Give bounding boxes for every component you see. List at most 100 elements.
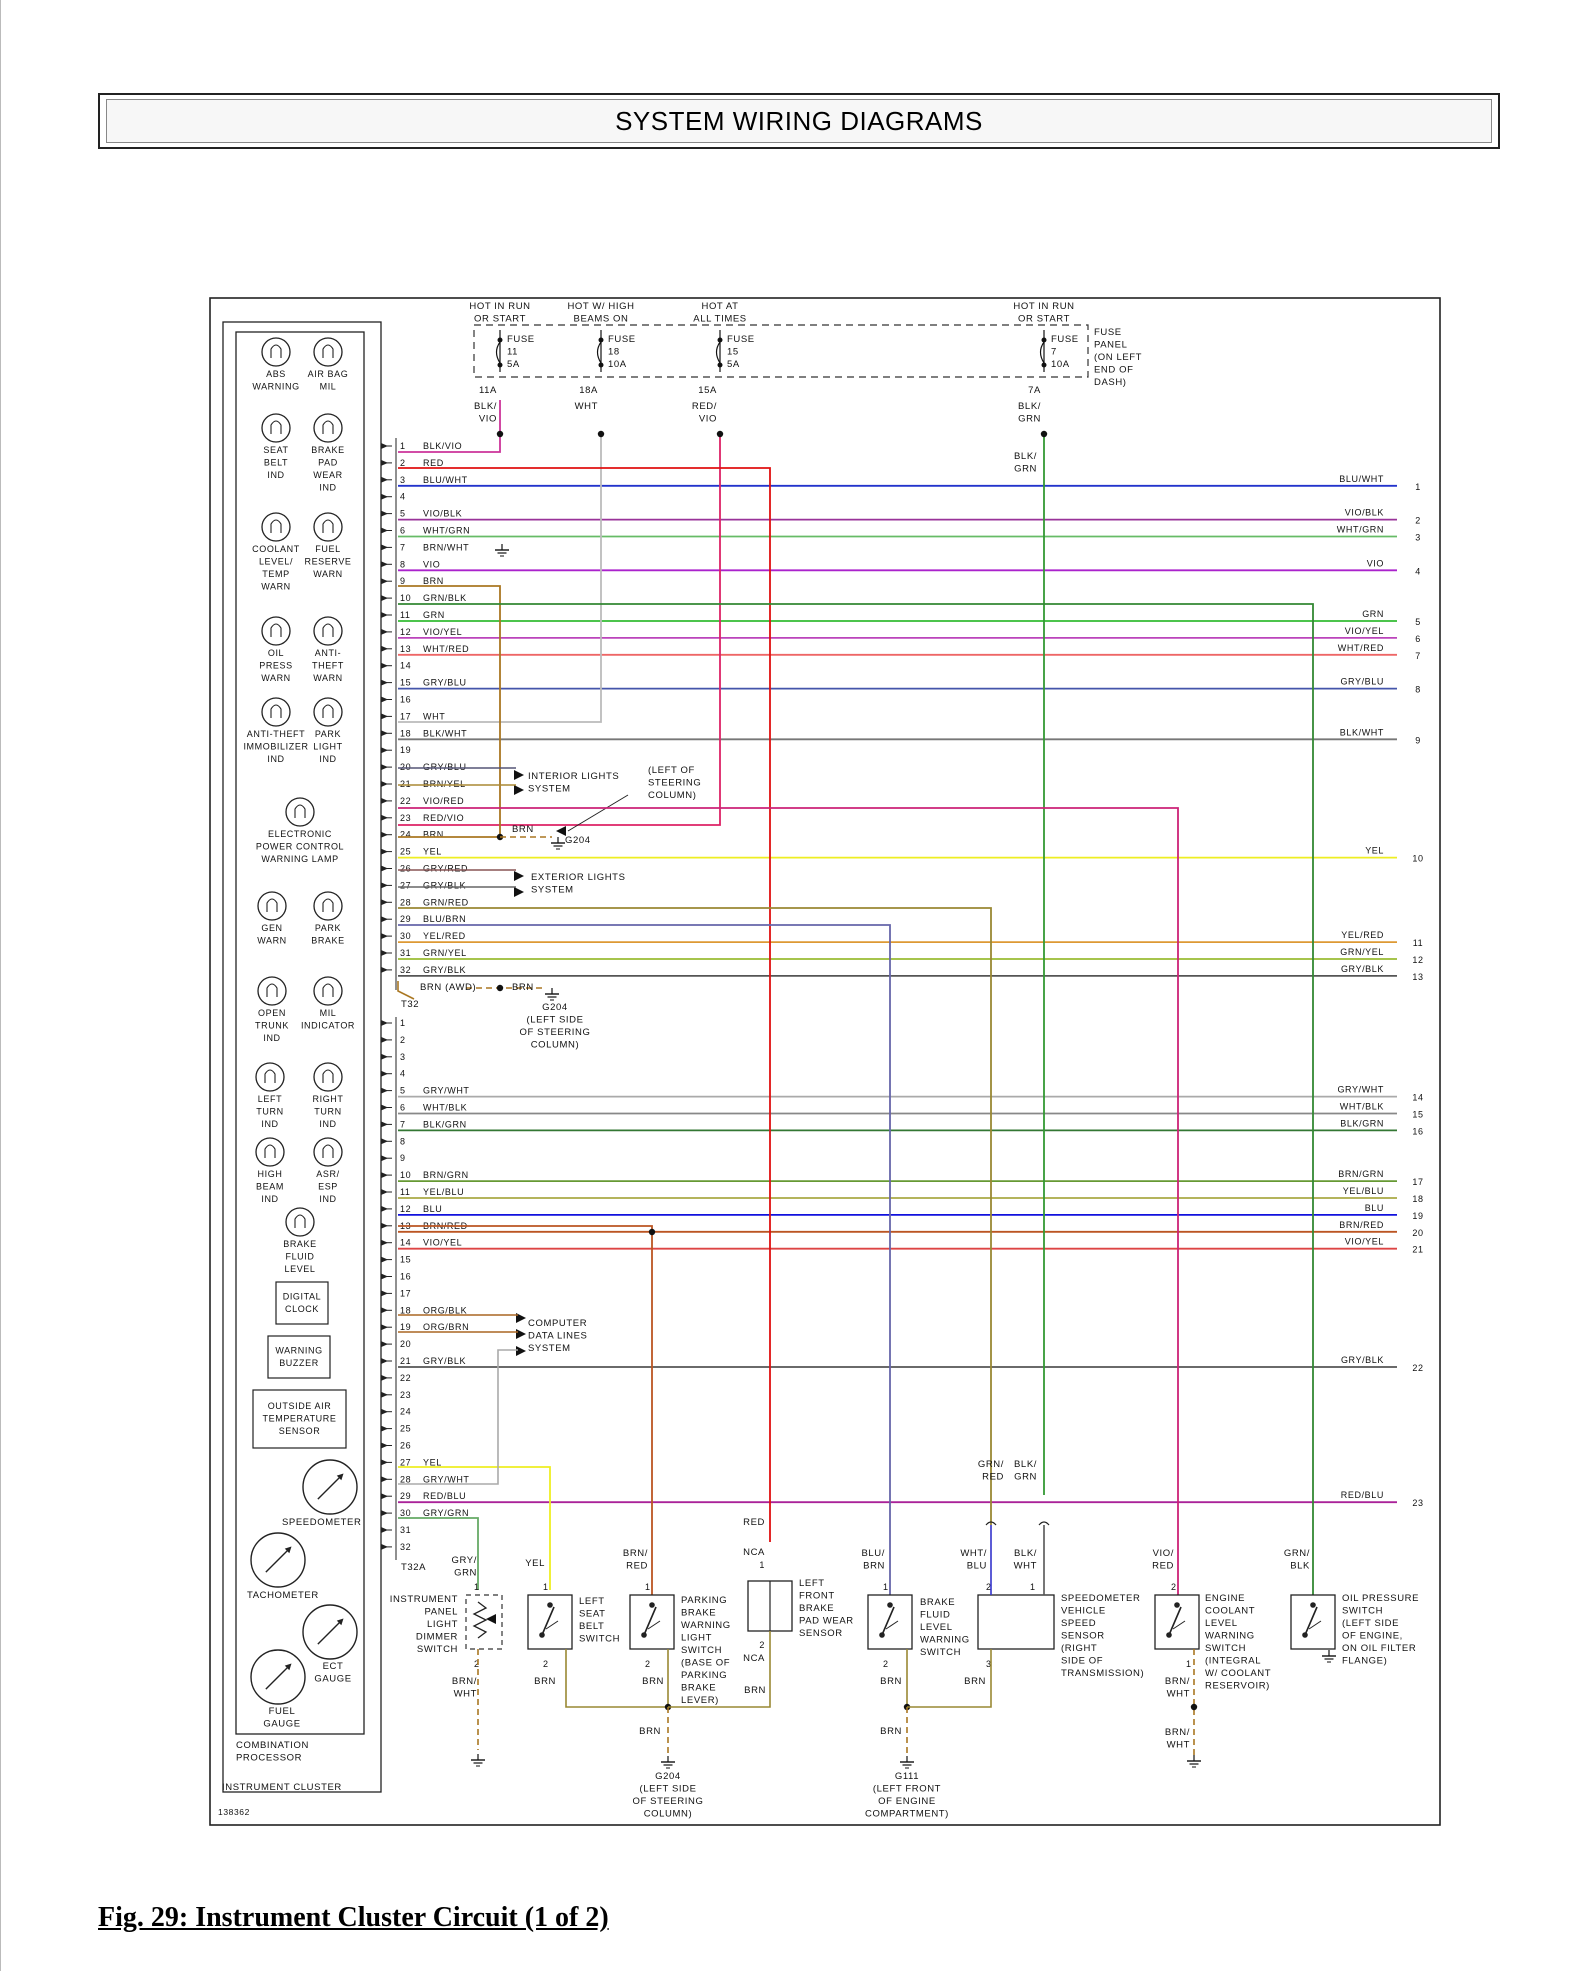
combination-processor-box — [235, 331, 365, 1735]
circuit-ref-number: 6 — [1415, 634, 1421, 644]
ground-label: (LEFT FRONT — [873, 1784, 941, 1795]
indicator-label: IND — [267, 470, 284, 480]
gauge-label: FUEL — [269, 1706, 296, 1717]
t32a-pin-number: 26 — [400, 1441, 411, 1451]
circuit-ref-number: 2 — [1415, 516, 1421, 526]
fuse-header-label: HOT W/ HIGH — [567, 301, 634, 312]
gauge-label: TACHOMETER — [247, 1590, 319, 1601]
t32a-pin-number: 10 — [400, 1170, 411, 1180]
wire-label-right: GRN — [1362, 609, 1384, 619]
wire-label: GRN/ — [978, 1459, 1004, 1470]
wire-label: BRN — [964, 1676, 986, 1687]
t32-pin-number: 25 — [400, 847, 411, 857]
t32-pin-number: 23 — [400, 813, 411, 823]
wire-label: BRN — [863, 1561, 885, 1572]
wire-label: BLU/ — [861, 1548, 885, 1559]
t32a-pin-number: 21 — [400, 1356, 411, 1366]
interior-lights-label: INTERIOR LIGHTS — [528, 771, 619, 782]
leader-line — [567, 794, 629, 832]
parking-brake-switch-icon — [629, 1594, 675, 1650]
oil-pressure-switch-icon — [1310, 1602, 1316, 1608]
pin-number: 2 — [645, 1659, 651, 1669]
circuit-ref-number: 8 — [1415, 685, 1421, 695]
circuit-ref-number: 3 — [1415, 533, 1421, 543]
oil-pressure-switch-icon — [1290, 1594, 1336, 1650]
wire-label: YEL/RED — [423, 931, 466, 941]
circuit-ref-number: 21 — [1412, 1245, 1423, 1255]
t32a-pin-arrow — [381, 1374, 388, 1381]
t32a-pin-arrow — [381, 1442, 388, 1449]
t32-pin-arrow — [381, 662, 388, 669]
fuse-icon — [717, 337, 723, 343]
wire-label: BRN/YEL — [423, 779, 466, 789]
wire-label-right: WHT/GRN — [1337, 525, 1384, 535]
t32-pin-arrow — [381, 679, 388, 686]
indicator-lamp-icon — [294, 1214, 306, 1228]
wire-label: GRN/BLK — [423, 593, 467, 603]
indicator-lamp-icon — [322, 898, 334, 912]
t32-pin-arrow — [381, 595, 388, 602]
indicator-label: ESP — [318, 1182, 338, 1192]
figure-caption: Fig. 29: Instrument Cluster Circuit (1 o… — [98, 1902, 609, 1933]
connector-icon — [1038, 1521, 1050, 1526]
indicator-label: WEAR — [313, 470, 342, 480]
indicator-lamp-icon — [322, 344, 334, 358]
indicator-lamp-icon — [322, 704, 334, 718]
wire-label: BRN — [880, 1726, 902, 1737]
ect-gauge-icon — [336, 1618, 344, 1626]
t32a-pin-arrow — [381, 1391, 388, 1398]
wire-label-right: GRY/BLK — [1341, 1355, 1384, 1365]
gauge-label: ECT — [323, 1661, 344, 1672]
t32a-pin-arrow — [381, 1172, 388, 1179]
component-label: FLUID — [920, 1610, 950, 1621]
wire-label: GRN — [454, 1568, 477, 1579]
t32-pin-arrow — [381, 476, 388, 483]
indicator-lamp-icon — [313, 1062, 343, 1092]
component-label: LIGHT — [427, 1619, 458, 1630]
t32a-pin-number: 28 — [400, 1474, 411, 1484]
t32-pin-number: 22 — [400, 796, 411, 806]
connector-icon — [985, 1521, 997, 1526]
t32a-pin-number: 14 — [400, 1238, 411, 1248]
component-label: BRAKE — [681, 1683, 716, 1694]
indicator-label: ANTI-THEFT — [247, 729, 306, 739]
t32a-pin-arrow — [381, 1036, 388, 1043]
fuse-icon — [715, 341, 721, 364]
component-label: SWITCH — [1342, 1606, 1383, 1617]
t32-pin-arrow — [381, 797, 388, 804]
diagram-frame — [209, 297, 1441, 1826]
wire-label-right: GRY/WHT — [1337, 1085, 1384, 1095]
pin-number: 2 — [474, 1659, 480, 1669]
wire-label: BRN/ — [623, 1548, 648, 1559]
wire-label: YEL — [525, 1558, 545, 1569]
wire-label: YEL — [423, 847, 442, 857]
fuel-gauge-icon — [284, 1663, 292, 1671]
wire-label: RED — [1152, 1561, 1174, 1572]
component-label: OF ENGINE, — [1342, 1631, 1403, 1642]
wire-label: RED — [423, 458, 444, 468]
t32a-pin-number: 15 — [400, 1255, 411, 1265]
t32-pin-number: 10 — [400, 593, 411, 603]
ground-label: G204 — [542, 1002, 568, 1013]
t32a-pin-number: 30 — [400, 1508, 411, 1518]
wire-red — [398, 467, 771, 1542]
ground-label: OF STEERING — [633, 1796, 704, 1807]
fuse-terminal-label: 7A — [1028, 385, 1041, 396]
indicator-label: BRAKE — [311, 936, 345, 946]
t32a-pin-arrow — [381, 1104, 388, 1111]
indicator-label: LEVEL — [284, 1264, 315, 1274]
wire-label: BRN — [639, 1726, 661, 1737]
circuit-ref-number: 20 — [1412, 1228, 1423, 1238]
indicator-label: IND — [319, 483, 336, 493]
dimmer-switch-body — [465, 1594, 503, 1650]
computer-data-lines-label: SYSTEM — [528, 1343, 571, 1354]
wire-label: WHT/ — [960, 1548, 987, 1559]
t32a-pin-arrow — [381, 1020, 388, 1026]
seat-belt-switch-icon — [541, 1606, 555, 1636]
wire-label: BRN — [512, 982, 534, 993]
wire-label: BLK/ — [1014, 1548, 1037, 1559]
component-label: W/ COOLANT — [1205, 1668, 1271, 1679]
t32-pin-arrow — [381, 831, 388, 838]
component-label: SENSOR — [799, 1628, 843, 1639]
wire-label: RED/BLU — [423, 1491, 466, 1501]
